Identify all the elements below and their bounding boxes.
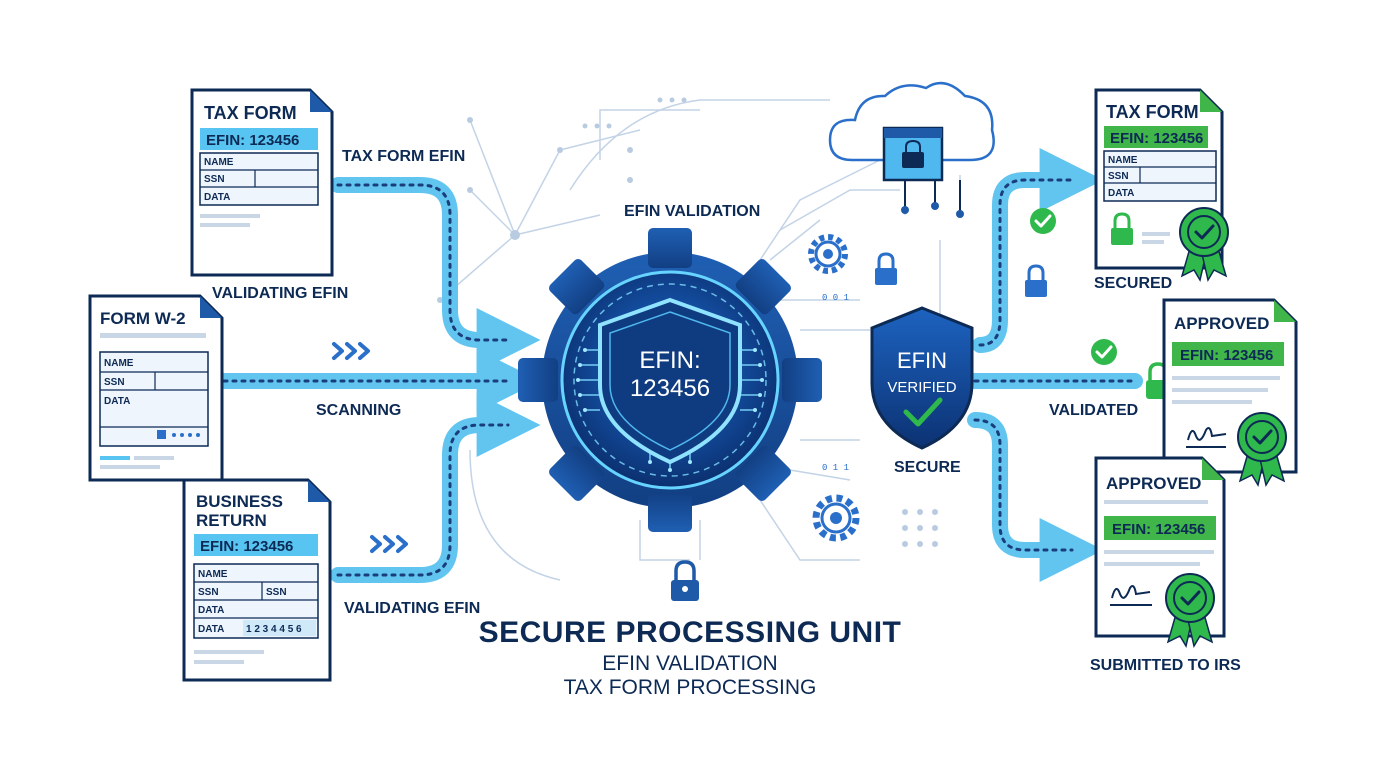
label-efin-validation: EFIN VALIDATION <box>624 203 761 220</box>
field-value: 1 2 3 4 4 5 6 <box>246 624 302 635</box>
doc-title: FORM W-2 <box>100 309 186 328</box>
field-label: DATA <box>204 192 230 203</box>
caption-validated: VALIDATED <box>1049 402 1139 419</box>
field-label: SSN <box>198 587 219 598</box>
award-seal-icon <box>1237 412 1287 487</box>
efin-badge: EFIN: 123456 <box>206 132 299 149</box>
field-label: DATA <box>198 624 224 635</box>
field-label: SSN <box>104 377 125 388</box>
input-doc-business-return: BUSINESS RETURN EFIN: 123456 NAME SSN SS… <box>182 478 332 682</box>
flow-label-tax-form-efin: TAX FORM EFIN <box>342 148 466 165</box>
input-doc-tax-form: TAX FORM EFIN: 123456 NAME SSN DATA <box>190 88 334 277</box>
cloud-icon <box>828 81 995 218</box>
field-label: SSN <box>204 174 225 185</box>
lock-icon <box>671 560 699 601</box>
subtitle-efin-validation: EFIN VALIDATION <box>602 652 778 675</box>
efin-badge: EFIN: 123456 <box>200 538 293 555</box>
field-label: NAME <box>104 358 134 369</box>
lock-icon <box>875 252 897 285</box>
field-label: DATA <box>198 605 224 616</box>
page-title: SECURE PROCESSING UNIT <box>478 616 902 649</box>
lock-icon <box>1111 212 1133 245</box>
doc-title: APPROVED <box>1174 314 1269 333</box>
field-label: SSN <box>266 587 287 598</box>
flow-dots-output <box>973 178 1137 552</box>
doc-title: APPROVED <box>1106 474 1201 493</box>
lock-icon <box>1025 264 1047 297</box>
caption-scanning: SCANNING <box>316 402 402 419</box>
shield-icon <box>598 297 742 465</box>
doc-title: TAX FORM <box>1106 102 1199 122</box>
verified-label: VERIFIED <box>887 379 956 396</box>
verified-shield-icon <box>870 306 974 450</box>
field-label: SSN <box>1108 171 1129 182</box>
check-icon <box>1030 208 1056 234</box>
caption-secured: SECURED <box>1094 275 1173 292</box>
shield-efin-label: EFIN: <box>639 347 700 374</box>
verified-efin-label: EFIN <box>897 348 947 373</box>
shield-efin-number: 123456 <box>630 375 710 402</box>
field-label: DATA <box>104 396 130 407</box>
check-icon <box>1091 339 1117 365</box>
caption-validating-efin: VALIDATING EFIN <box>212 285 349 302</box>
efin-badge: EFIN: 123456 <box>1110 130 1203 147</box>
caption-submitted-to-irs: SUBMITTED TO IRS <box>1090 657 1241 674</box>
gear-icon <box>808 234 848 274</box>
field-label: NAME <box>1108 155 1138 166</box>
field-label: DATA <box>1108 188 1134 199</box>
field-label: NAME <box>198 569 228 580</box>
circuit-lines <box>439 99 961 581</box>
binary-text: 0 0 1 <box>822 293 849 303</box>
circuit-nodes <box>437 97 938 547</box>
binary-text: 0 1 1 <box>822 463 849 473</box>
award-seal-icon <box>1179 207 1229 282</box>
field-label: NAME <box>204 157 234 168</box>
label-secure: SECURE <box>894 459 961 476</box>
doc-title: TAX FORM <box>204 103 297 123</box>
doc-title-line1: BUSINESS <box>196 492 283 511</box>
signature-icon <box>1111 585 1151 599</box>
input-doc-w2: FORM W-2 NAME SSN DATA <box>88 294 224 482</box>
caption-validating-efin-2: VALIDATING EFIN <box>344 600 481 617</box>
efin-badge: EFIN: 123456 <box>1180 347 1273 364</box>
gear-icon <box>812 494 860 542</box>
efin-badge: EFIN: 123456 <box>1112 521 1205 538</box>
signature-icon <box>1187 427 1227 441</box>
award-seal-icon <box>1165 573 1215 648</box>
doc-title-line2: RETURN <box>196 511 267 530</box>
subtitle-tax-form-processing: TAX FORM PROCESSING <box>563 676 817 699</box>
flow-dots-input <box>222 183 510 577</box>
